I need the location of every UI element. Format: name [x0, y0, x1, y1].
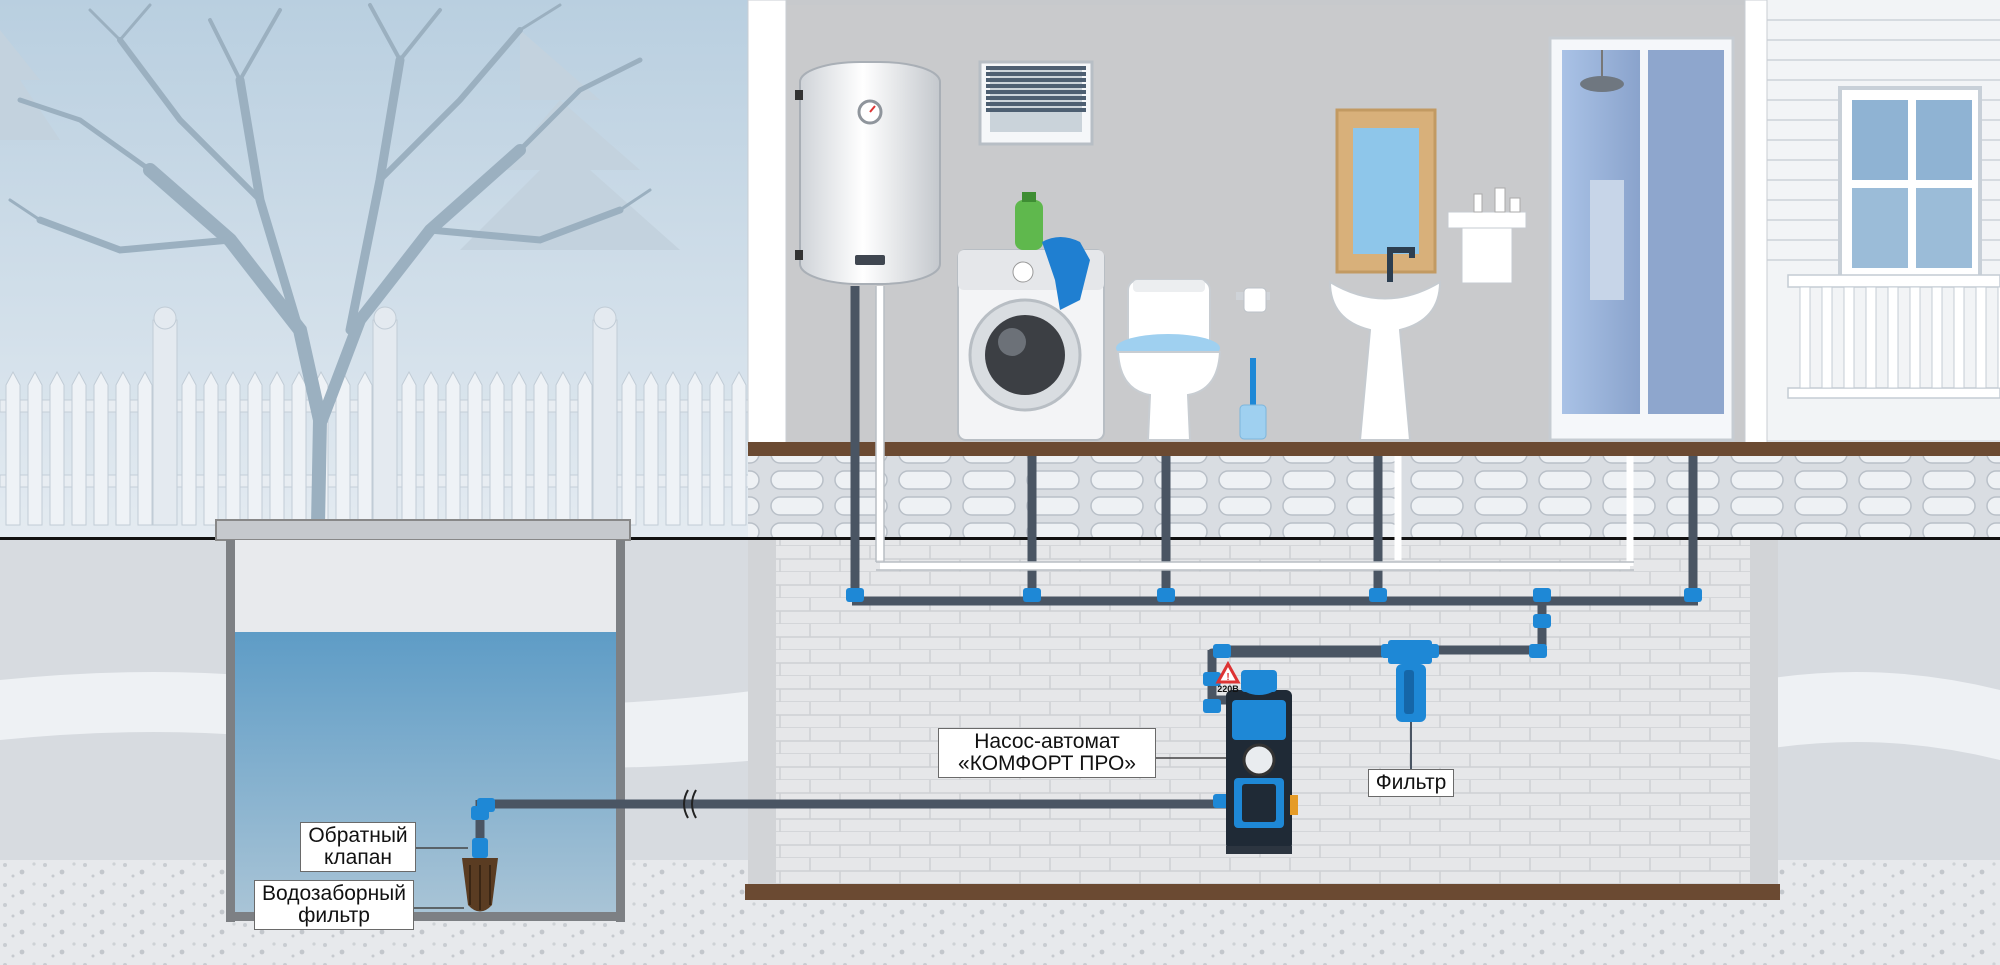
window-icon — [978, 60, 1094, 146]
svg-text:!: ! — [1226, 672, 1229, 683]
bathroom-shelf — [1447, 187, 1527, 284]
pump-label-line1: Насос-автомат — [974, 730, 1120, 753]
pipe-break-symbol — [683, 789, 697, 819]
water-heater-icon — [795, 61, 941, 285]
drain-pipes — [876, 286, 1634, 570]
intake-filter-icon — [462, 858, 498, 912]
check-valve-icon — [472, 838, 488, 858]
intake-filter-label: Водозаборный фильтр — [254, 880, 414, 930]
pump-icon — [1226, 670, 1298, 854]
mirror-icon — [1335, 108, 1437, 274]
warning-sign-icon: ! 220В — [1215, 660, 1241, 694]
check-valve-label: Обратный клапан — [300, 822, 416, 872]
washing-machine-icon — [957, 192, 1105, 441]
tree-icon — [8, 3, 652, 532]
window-icon — [1838, 86, 1982, 280]
intake-filter-label-line1: Водозаборный — [261, 882, 407, 905]
check-valve-label-line1: Обратный — [308, 824, 408, 847]
filter-housing-icon — [1388, 640, 1432, 770]
callout-leaders — [414, 757, 1412, 909]
toilet-brush-icon — [1239, 358, 1267, 440]
toilet-icon — [1116, 279, 1222, 441]
filter-label-text: Фильтр — [1375, 771, 1447, 794]
toilet-paper-icon — [1236, 287, 1270, 313]
intake-filter-label-line2: фильтр — [298, 904, 370, 927]
well-water — [234, 632, 618, 914]
pipe-fittings — [471, 588, 1702, 820]
filter-label: Фильтр — [1368, 769, 1454, 797]
check-valve-label-line2: клапан — [323, 846, 392, 869]
shower-cabin-icon — [1548, 36, 1735, 442]
well-tank — [215, 519, 631, 922]
snowy-trees — [0, 30, 680, 250]
pump-voltage-label: 220В — [1217, 684, 1239, 694]
sink-icon — [1328, 247, 1442, 441]
pump-label: Насос-автомат «КОМФОРТ ПРО» — [938, 728, 1156, 778]
pump-label-line2: «КОМФОРТ ПРО» — [958, 752, 1136, 775]
